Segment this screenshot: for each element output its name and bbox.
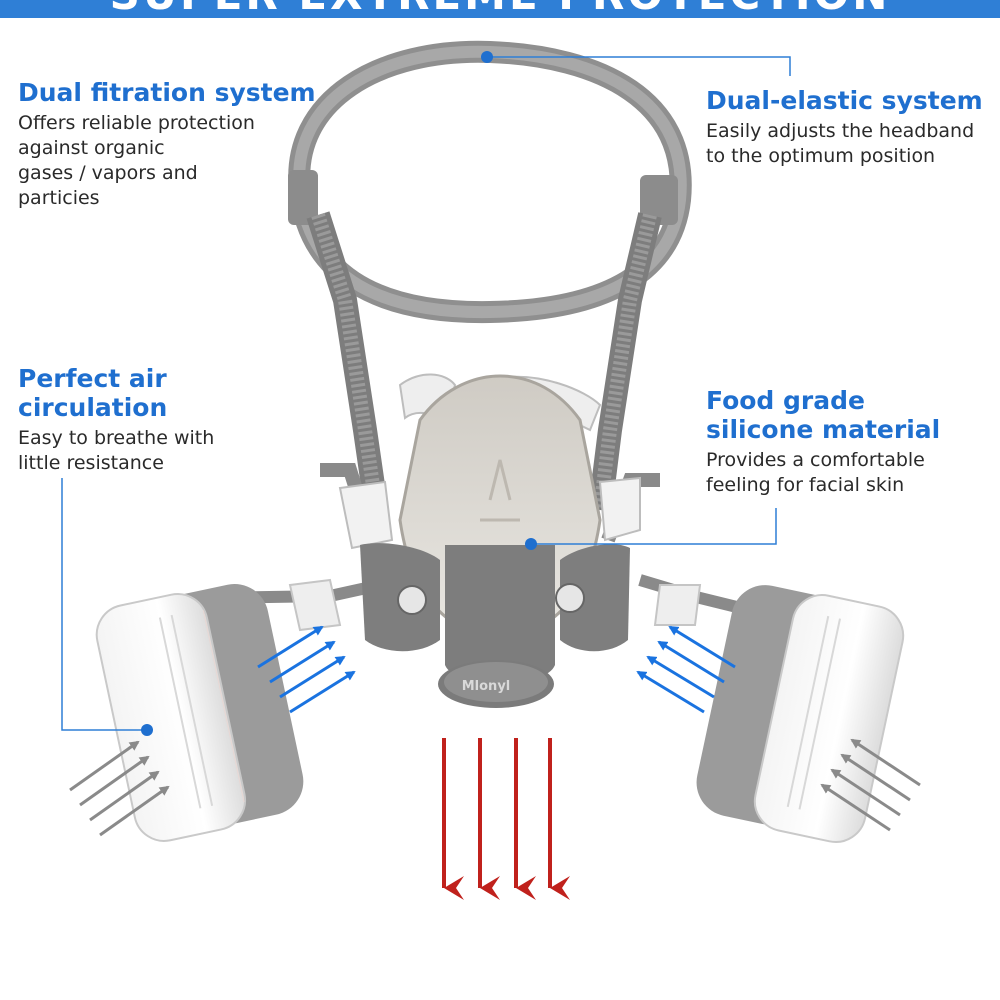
callout-dual-elastic: Dual-elastic system Easily adjusts the h… (706, 86, 996, 169)
title-line: circulation (18, 393, 168, 422)
desc-line: feeling for facial skin (706, 474, 905, 496)
gray-arrows-left (69, 740, 170, 837)
desc-line: Easily adjusts the headband (706, 120, 975, 142)
red-exhale-arrows (442, 738, 570, 900)
mask-body: Mlonyl (288, 374, 702, 708)
callout-silicone: Food grade silicone material Provides a … (706, 386, 996, 498)
blue-arrows-right (636, 625, 736, 714)
leader-dots (141, 51, 537, 736)
desc-line: against organic (18, 137, 165, 159)
desc-line: to the optimum position (706, 145, 936, 167)
callout-description: Easily adjusts the headband to the optim… (706, 119, 996, 169)
title-line: Food grade (706, 386, 865, 415)
title-line: silicone material (706, 415, 941, 444)
gray-arrows-right (820, 738, 921, 832)
right-filter-cartridge (696, 585, 905, 843)
callout-description: Provides a comfortable feeling for facia… (706, 448, 996, 498)
callout-title: Perfect air circulation (18, 364, 318, 422)
desc-line: gases / vapors and (18, 162, 198, 184)
desc-line: little resistance (18, 452, 164, 474)
brand-logo: Mlonyl (462, 679, 511, 694)
leader-lines (61, 56, 791, 731)
callout-title: Dual-elastic system (706, 86, 983, 115)
desc-line: particies (18, 187, 100, 209)
callout-dual-filtration: Dual fitration system Offers reliable pr… (18, 78, 348, 211)
callout-title: Dual fitration system (18, 78, 316, 107)
top-banner: SUPER EXTREME PROTECTION (0, 0, 1000, 18)
headband (288, 40, 692, 324)
banner-text: SUPER EXTREME PROTECTION (0, 0, 1000, 18)
callout-description: Easy to breathe with little resistance (18, 426, 318, 476)
desc-line: Easy to breathe with (18, 427, 215, 449)
desc-line: Provides a comfortable (706, 449, 925, 471)
callout-air-circulation: Perfect air circulation Easy to breathe … (18, 364, 318, 476)
blue-arrows-left (257, 625, 356, 714)
callout-title: Food grade silicone material (706, 386, 996, 444)
callout-description: Offers reliable protection against organ… (18, 111, 348, 211)
desc-line: Offers reliable protection (18, 112, 255, 134)
title-line: Perfect air (18, 364, 167, 393)
left-filter-cartridge (95, 584, 304, 842)
